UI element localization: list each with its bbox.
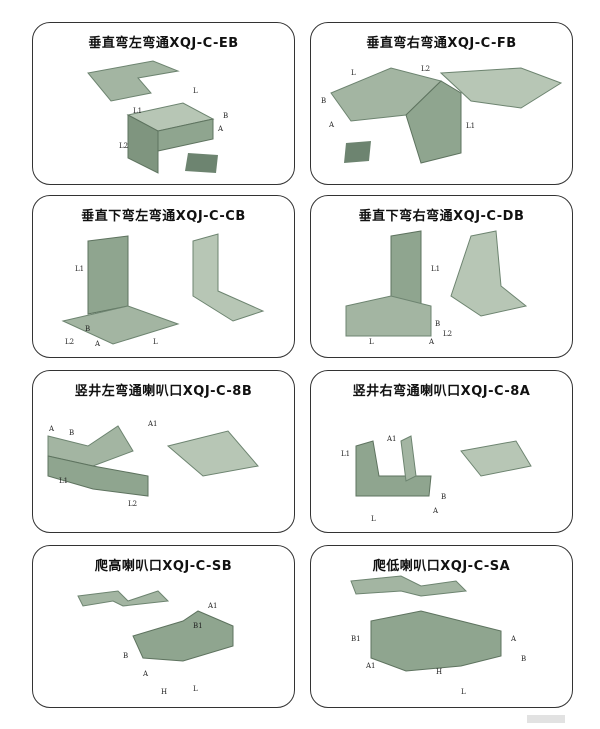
- dim-label: A1: [386, 435, 397, 443]
- product-card-eb: 垂直弯左弯通XQJ-C-EB L L1 L2 B A: [32, 22, 295, 185]
- dim-label: B: [85, 325, 90, 333]
- product-card-cb: 垂直下弯左弯通XQJ-C-CB L1 L2 B A L: [32, 195, 295, 358]
- product-drawing: L1 A1 B A L: [341, 435, 532, 523]
- dim-label: A: [510, 635, 517, 643]
- product-card-sa: 爬低喇叭口XQJ-C-SA B1 A1 A B H L: [310, 545, 573, 708]
- product-title: 垂直下弯左弯通XQJ-C-CB: [81, 209, 246, 224]
- dim-label: L1: [431, 265, 440, 273]
- product-card-sb: 爬高喇叭口XQJ-C-SB A1 B1 B A H L: [32, 545, 295, 708]
- dim-label: L: [351, 69, 356, 77]
- product-title: 垂直弯右弯通XQJ-C-FB: [366, 36, 517, 51]
- dim-label: A: [432, 507, 439, 515]
- dim-label: A: [48, 425, 55, 433]
- product-title: 垂直下弯右弯通XQJ-C-DB: [358, 209, 525, 224]
- corner-mark: [527, 715, 565, 723]
- dim-label: A1: [207, 602, 218, 610]
- dim-label: L1: [75, 265, 84, 273]
- dim-label: B: [123, 652, 128, 660]
- dim-label: B: [435, 320, 440, 328]
- dim-label: B: [69, 429, 74, 437]
- product-card-8a: 竖井右弯通喇叭口XQJ-C-8A L1 A1 B A L: [310, 370, 573, 533]
- dim-label: B: [223, 112, 228, 120]
- dim-label: A: [428, 338, 435, 346]
- dim-label: L1: [133, 107, 142, 115]
- dim-label: L: [461, 688, 466, 696]
- dim-label: A: [94, 340, 101, 348]
- dim-label: H: [436, 668, 442, 676]
- dim-label: L: [193, 87, 198, 95]
- product-title: 爬低喇叭口XQJ-C-SA: [372, 559, 511, 574]
- product-drawing: L L1 L2 B A: [87, 60, 228, 174]
- dim-label: L2: [128, 500, 137, 508]
- dim-label: L: [369, 338, 374, 346]
- dim-label: L1: [59, 477, 68, 485]
- dim-label: A: [328, 121, 335, 129]
- product-title: 爬高喇叭口XQJ-C-SB: [94, 559, 233, 574]
- product-drawing: B1 A1 A B H L: [350, 575, 526, 696]
- product-drawing: A B A1 L1 L2: [47, 420, 259, 508]
- dim-label: B1: [351, 635, 361, 643]
- dim-label: A: [142, 670, 149, 678]
- product-drawing: A1 B1 B A H L: [77, 590, 234, 696]
- dim-label: B: [441, 493, 446, 501]
- product-title: 竖井右弯通喇叭口XQJ-C-8A: [352, 384, 531, 399]
- product-title: 垂直弯左弯通XQJ-C-EB: [88, 36, 239, 51]
- dim-label: L: [193, 685, 198, 693]
- dim-label: L: [153, 338, 158, 346]
- product-card-fb: 垂直弯右弯通XQJ-C-FB L L2 L1 B A: [310, 22, 573, 185]
- dim-label: L1: [466, 122, 475, 130]
- dim-label: L2: [443, 330, 452, 338]
- dim-label: L2: [65, 338, 74, 346]
- product-card-8b: 竖井左弯通喇叭口XQJ-C-8B A B A1 L1 L2: [32, 370, 295, 533]
- product-card-db: 垂直下弯右弯通XQJ-C-DB L1 B L2 L A: [310, 195, 573, 358]
- dim-label: L2: [421, 65, 430, 73]
- dim-label: B1: [193, 622, 203, 630]
- dim-label: A1: [147, 420, 158, 428]
- dim-label: H: [161, 688, 167, 696]
- dim-label: A: [217, 125, 224, 133]
- dim-label: L1: [341, 450, 350, 458]
- dim-label: B: [521, 655, 526, 663]
- product-title: 竖井左弯通喇叭口XQJ-C-8B: [74, 384, 253, 399]
- product-drawing: L L2 L1 B A: [321, 65, 563, 164]
- dim-label: B: [321, 97, 326, 105]
- dim-label: L: [371, 515, 376, 523]
- dim-label: L2: [119, 142, 128, 150]
- product-drawing: L1 B L2 L A: [345, 230, 528, 346]
- dim-label: A1: [365, 662, 376, 670]
- product-drawing: L1 L2 B A L: [61, 233, 265, 348]
